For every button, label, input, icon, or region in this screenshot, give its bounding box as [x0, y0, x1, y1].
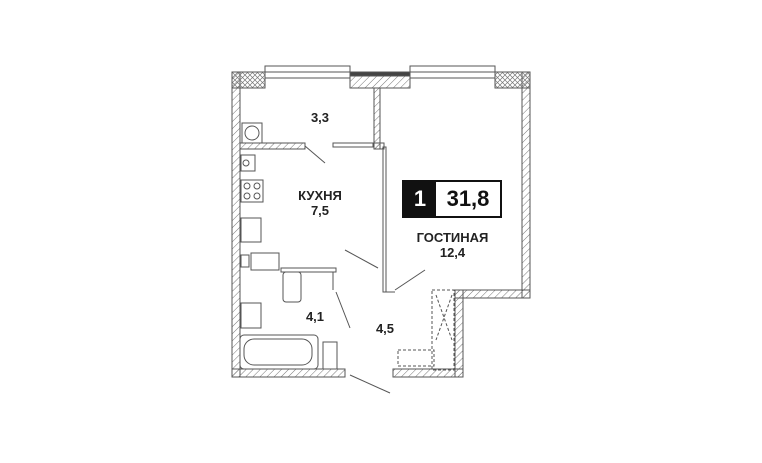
room-area: 4,1	[305, 309, 325, 324]
room-name: ГОСТИНАЯ	[416, 230, 489, 245]
room-area: 3,3	[310, 110, 330, 125]
room-area: 7,5	[310, 203, 330, 218]
top-wall	[231, 65, 531, 89]
room-living: ГОСТИНАЯ 12,4	[405, 230, 500, 260]
toilet-tank-icon	[250, 252, 280, 271]
walls	[231, 71, 531, 378]
total-area: 31,8	[446, 186, 490, 211]
room-area: 4,5	[375, 321, 395, 336]
room-count: 1	[404, 182, 436, 216]
room-hallway: 4,5	[365, 321, 405, 336]
fixtures	[239, 122, 338, 370]
partitions	[280, 142, 455, 394]
toilet-icon	[282, 271, 302, 303]
bath-sink-icon	[240, 254, 250, 268]
apartment-badge: 1 31,8	[402, 180, 502, 218]
room-storage: 3,3	[300, 110, 340, 125]
stove-icon	[240, 179, 264, 203]
room-area: 12,4	[439, 245, 466, 260]
room-bathroom: 4,1	[295, 309, 335, 324]
kitchen-sink-icon	[240, 217, 262, 243]
room-kitchen: КУХНЯ 7,5	[285, 188, 355, 218]
washbasin-icon	[240, 302, 262, 329]
towel-rail-icon	[322, 341, 338, 370]
room-name: КУХНЯ	[298, 188, 342, 203]
